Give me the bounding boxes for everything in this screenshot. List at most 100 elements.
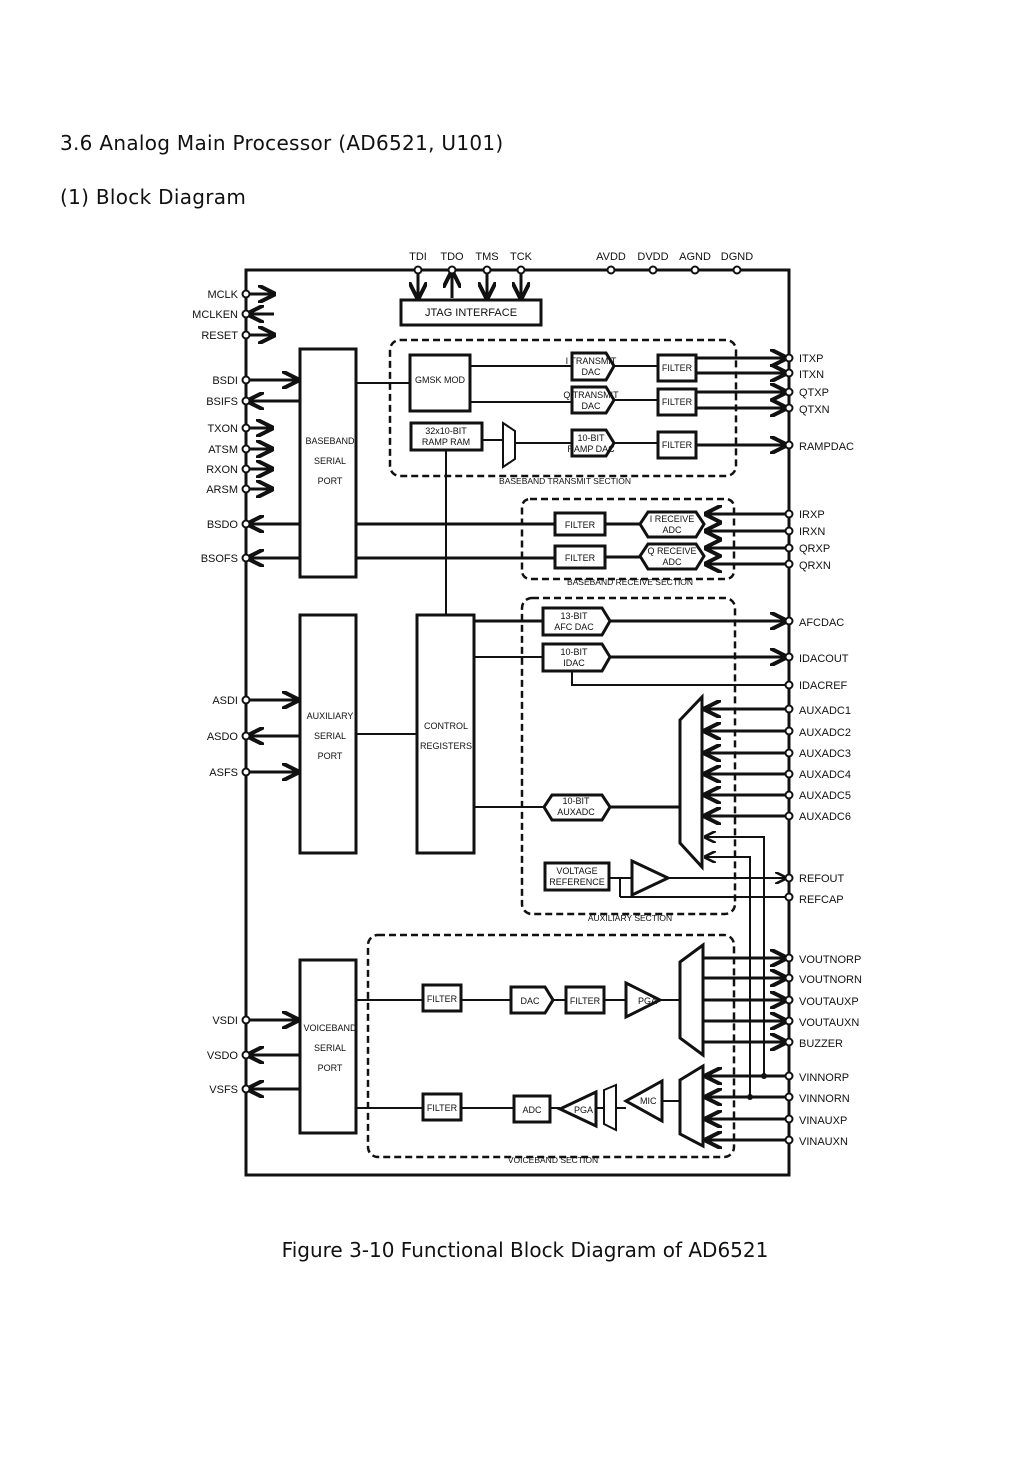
pin-arsm: ARSM bbox=[206, 484, 238, 496]
svg-text:FILTER: FILTER bbox=[427, 994, 458, 1004]
pin-txon: TXON bbox=[207, 423, 238, 435]
pin-refout: REFOUT bbox=[799, 873, 845, 885]
top-pins: TDI TDO TMS TCK AVDD DVDD AGND DGND bbox=[409, 251, 753, 298]
svg-text:10-BIT: 10-BIT bbox=[562, 796, 590, 806]
pin-bsdi: BSDI bbox=[212, 375, 238, 387]
baseband-transmit-section: BASEBAND TRANSMIT SECTION GMSK MOD 32x10… bbox=[356, 338, 738, 486]
svg-text:I TRANSMIT: I TRANSMIT bbox=[566, 356, 617, 366]
baseband-serial-port: BASEBAND SERIAL PORT bbox=[298, 347, 358, 579]
pin-tdi: TDI bbox=[409, 251, 427, 263]
pin-auxadc6: AUXADC6 bbox=[799, 811, 851, 823]
pin-qtxn: QTXN bbox=[799, 404, 830, 416]
svg-text:IDAC: IDAC bbox=[563, 658, 585, 668]
svg-text:GMSK MOD: GMSK MOD bbox=[415, 375, 466, 385]
svg-text:I RECEIVE: I RECEIVE bbox=[650, 514, 695, 524]
pin-bsofs: BSOFS bbox=[201, 553, 238, 565]
pin-vsdi: VSDI bbox=[212, 1015, 238, 1027]
pin-mclk: MCLK bbox=[207, 289, 238, 301]
svg-text:10-BIT: 10-BIT bbox=[577, 433, 605, 443]
pin-tck: TCK bbox=[510, 251, 533, 263]
pin-vsdo: VSDO bbox=[207, 1050, 239, 1062]
svg-text:AUXILIARY: AUXILIARY bbox=[307, 711, 354, 721]
pin-vinnorn: VINNORN bbox=[799, 1093, 850, 1105]
svg-text:BASEBAND: BASEBAND bbox=[305, 436, 355, 446]
svg-text:FILTER: FILTER bbox=[662, 440, 693, 450]
svg-text:REGISTERS: REGISTERS bbox=[420, 741, 472, 751]
pin-qtxp: QTXP bbox=[799, 387, 829, 399]
svg-text:10-BIT: 10-BIT bbox=[560, 647, 588, 657]
section-title: 3.6 Analog Main Processor (AD6521, U101) bbox=[60, 131, 504, 155]
pin-bsifs: BSIFS bbox=[206, 396, 238, 408]
svg-text:BASEBAND TRANSMIT SECTION: BASEBAND TRANSMIT SECTION bbox=[499, 476, 631, 486]
pin-vinnorp: VINNORP bbox=[799, 1072, 849, 1084]
svg-text:FILTER: FILTER bbox=[565, 520, 596, 530]
svg-text:AFC DAC: AFC DAC bbox=[554, 622, 594, 632]
chip-outline bbox=[244, 268, 791, 1177]
pin-agnd: AGND bbox=[679, 251, 711, 263]
pin-afcdac: AFCDAC bbox=[799, 617, 844, 629]
svg-text:32x10-BIT: 32x10-BIT bbox=[425, 426, 467, 436]
svg-text:Q TRANSMIT: Q TRANSMIT bbox=[563, 390, 619, 400]
pin-asfs: ASFS bbox=[209, 767, 238, 779]
svg-text:REFERENCE: REFERENCE bbox=[549, 877, 605, 887]
svg-text:ADC: ADC bbox=[522, 1105, 542, 1115]
pin-voutnorp: VOUTNORP bbox=[799, 954, 861, 966]
svg-text:AUXILIARY SECTION: AUXILIARY SECTION bbox=[588, 913, 672, 923]
svg-text:FILTER: FILTER bbox=[570, 996, 601, 1006]
pin-avdd: AVDD bbox=[596, 251, 626, 263]
svg-text:ADC: ADC bbox=[662, 557, 682, 567]
svg-text:SERIAL: SERIAL bbox=[314, 731, 346, 741]
svg-text:FILTER: FILTER bbox=[662, 363, 693, 373]
pin-voutauxn: VOUTAUXN bbox=[799, 1017, 859, 1029]
pin-auxadc1: AUXADC1 bbox=[799, 705, 851, 717]
svg-text:VOLTAGE: VOLTAGE bbox=[556, 866, 597, 876]
svg-text:DAC: DAC bbox=[581, 401, 601, 411]
pin-vinauxn: VINAUXN bbox=[799, 1136, 848, 1148]
pin-dgnd: DGND bbox=[721, 251, 753, 263]
svg-text:VOICEBAND: VOICEBAND bbox=[303, 1023, 357, 1033]
pin-auxadc2: AUXADC2 bbox=[799, 727, 851, 739]
pin-dvdd: DVDD bbox=[637, 251, 668, 263]
left-pins: MCLK MCLKEN RESET BSDI BSIFS TXON ATSM R… bbox=[192, 289, 300, 1096]
pin-auxadc3: AUXADC3 bbox=[799, 748, 851, 760]
pin-idacref: IDACREF bbox=[799, 680, 848, 692]
svg-text:Q RECEIVE: Q RECEIVE bbox=[647, 546, 696, 556]
svg-text:PORT: PORT bbox=[318, 1063, 343, 1073]
svg-text:SERIAL: SERIAL bbox=[314, 1043, 346, 1053]
receive-inputs bbox=[706, 514, 789, 564]
svg-text:PORT: PORT bbox=[318, 751, 343, 761]
pin-qrxp: QRXP bbox=[799, 543, 830, 555]
pin-rxon: RXON bbox=[206, 464, 238, 476]
pin-atsm: ATSM bbox=[208, 444, 238, 456]
svg-text:13-BIT: 13-BIT bbox=[560, 611, 588, 621]
control-registers: CONTROL REGISTERS bbox=[415, 613, 476, 855]
auxiliary-serial-port: AUXILIARY SERIAL PORT bbox=[298, 613, 358, 855]
auxadc-inputs bbox=[705, 709, 789, 1100]
svg-text:FILTER: FILTER bbox=[565, 553, 596, 563]
pin-rampdac: RAMPDAC bbox=[799, 441, 854, 453]
pin-itxn: ITXN bbox=[799, 369, 824, 381]
pin-irxn: IRXN bbox=[799, 526, 825, 538]
pin-qrxn: QRXN bbox=[799, 560, 831, 572]
auxadc-mux bbox=[678, 693, 704, 871]
svg-text:PGA: PGA bbox=[638, 996, 657, 1006]
transmit-outputs bbox=[696, 358, 786, 445]
pin-asdi: ASDI bbox=[212, 695, 238, 707]
svg-text:RAMP RAM: RAMP RAM bbox=[422, 437, 470, 447]
pin-voutauxp: VOUTAUXP bbox=[799, 996, 859, 1008]
sub-title: (1) Block Diagram bbox=[60, 185, 247, 209]
voiceband-serial-port: VOICEBAND SERIAL PORT bbox=[298, 958, 358, 1135]
svg-text:PGA: PGA bbox=[574, 1105, 593, 1115]
pin-auxadc4: AUXADC4 bbox=[799, 769, 851, 781]
svg-text:VOICEBAND SECTION: VOICEBAND SECTION bbox=[508, 1155, 598, 1165]
svg-text:FILTER: FILTER bbox=[662, 397, 693, 407]
pin-voutnorn: VOUTNORN bbox=[799, 974, 862, 986]
svg-text:JTAG INTERFACE: JTAG INTERFACE bbox=[425, 307, 517, 319]
auxiliary-section: AUXILIARY SECTION 13-BIT AFC DAC 10-BIT … bbox=[474, 596, 737, 923]
svg-text:RAMP DAC: RAMP DAC bbox=[567, 444, 615, 454]
voiceband-section: VOICEBAND SECTION FILTER DAC FILTER PGA … bbox=[366, 933, 736, 1165]
pin-refcap: REFCAP bbox=[799, 894, 844, 906]
pin-buzzer: BUZZER bbox=[799, 1038, 843, 1050]
pin-irxp: IRXP bbox=[799, 509, 825, 521]
